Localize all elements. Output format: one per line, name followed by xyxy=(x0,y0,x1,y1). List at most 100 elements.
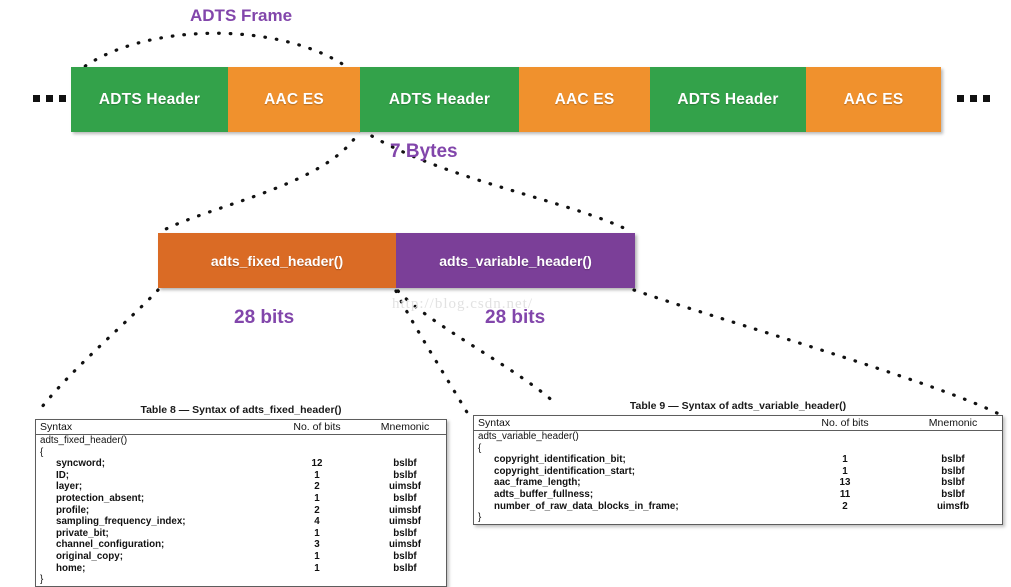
table-row: original_copy; 1 bslbf xyxy=(36,551,447,563)
adts-frame-label: ADTS Frame xyxy=(190,6,293,25)
table-8-header-row: Syntax No. of bits Mnemonic xyxy=(35,419,447,435)
cell-syntax: aac_frame_length; xyxy=(494,477,581,489)
cell-mnemonic: bslbf xyxy=(393,458,417,470)
cell-bits: 1 xyxy=(314,492,320,504)
connector-variable-to-table9-right xyxy=(632,288,1001,416)
cell-mnemonic: bslbf xyxy=(941,477,965,489)
cell-mnemonic: bslbf xyxy=(393,562,417,574)
table-9-adts-variable-header: Table 9 — Syntax of adts_variable_header… xyxy=(473,400,1003,525)
frame-segment-adts-header-2[interactable]: ADTS Header xyxy=(360,67,519,132)
cell-bits: 2 xyxy=(314,504,320,516)
cell-bits xyxy=(270,447,364,459)
cell-mnemonic xyxy=(364,435,447,447)
table-8-caption: Table 8 — Syntax of adts_fixed_header() xyxy=(140,404,342,416)
table-row: private_bit; 1 bslbf xyxy=(36,528,447,540)
adts-variable-header-box[interactable]: adts_variable_header() xyxy=(396,233,635,288)
cell-syntax: adts_variable_header() xyxy=(478,431,579,442)
cell-mnemonic: uimsbf xyxy=(388,504,422,516)
cell-mnemonic: bslbf xyxy=(393,492,417,504)
frame-segment-aac-es-1[interactable]: AAC ES xyxy=(228,67,360,132)
cell-mnemonic xyxy=(904,512,1003,524)
cell-bits: 4 xyxy=(314,516,320,528)
connector-header-left xyxy=(158,128,362,234)
frame-segment-adts-header-1[interactable]: ADTS Header xyxy=(71,67,228,132)
table-8-col-bits: No. of bits xyxy=(270,419,364,435)
cell-syntax: private_bit; xyxy=(56,527,109,539)
table-9-body: adts_variable_header() { copyright_ident… xyxy=(474,431,1003,525)
table-row: layer; 2 uimsbf xyxy=(36,481,447,493)
adts-frame-strip: ADTS Header AAC ES ADTS Header AAC ES AD… xyxy=(71,67,941,132)
table-row: syncword; 12 bslbf xyxy=(36,458,447,470)
table-8-col-mnemonic: Mnemonic xyxy=(364,419,447,435)
cell-bits: 11 xyxy=(839,488,851,500)
table-8-col-syntax: Syntax xyxy=(35,419,270,435)
cell-mnemonic xyxy=(364,447,447,459)
cell-syntax: syncword; xyxy=(56,458,105,470)
cell-mnemonic: bslbf xyxy=(941,488,965,500)
cell-mnemonic: bslbf xyxy=(393,527,417,539)
table-row: protection_absent; 1 bslbf xyxy=(36,493,447,505)
frame-segment-aac-es-3[interactable]: AAC ES xyxy=(806,67,941,132)
cell-bits: 1 xyxy=(314,527,320,539)
cell-bits xyxy=(786,512,904,524)
table-row: } xyxy=(474,512,1003,524)
cell-syntax: original_copy; xyxy=(56,550,123,562)
cell-mnemonic: bslbf xyxy=(393,469,417,481)
cell-mnemonic: uimsbf xyxy=(388,481,422,493)
adts-fixed-header-box[interactable]: adts_fixed_header() xyxy=(158,233,396,288)
cell-bits: 1 xyxy=(314,469,320,481)
cell-mnemonic: uimsbf xyxy=(388,516,422,528)
table-row: adts_variable_header() xyxy=(474,431,1003,443)
table-8-adts-fixed-header: Table 8 — Syntax of adts_fixed_header() … xyxy=(35,404,447,587)
table-row: number_of_raw_data_blocks_in_frame; 2 ui… xyxy=(474,501,1003,513)
adts-header-breakdown-strip: adts_fixed_header() adts_variable_header… xyxy=(158,233,635,288)
table-row: } xyxy=(36,574,447,586)
cell-syntax: adts_buffer_fullness; xyxy=(494,488,594,500)
table-9-col-bits: No. of bits xyxy=(786,415,904,431)
cell-mnemonic xyxy=(904,443,1003,455)
table-8-body: adts_fixed_header() { syncword; 12 bslbf… xyxy=(36,435,447,587)
cell-bits: 12 xyxy=(311,458,323,470)
cell-syntax: adts_fixed_header() xyxy=(40,435,128,446)
cell-syntax: } xyxy=(478,512,482,524)
cell-bits: 1 xyxy=(314,550,320,562)
table-row: ID; 1 bslbf xyxy=(36,470,447,482)
cell-mnemonic xyxy=(364,574,447,586)
cell-syntax: { xyxy=(478,442,482,454)
table-row: { xyxy=(36,447,447,459)
table-row: sampling_frequency_index; 4 uimsbf xyxy=(36,516,447,528)
table-9-col-syntax: Syntax xyxy=(473,415,786,431)
cell-bits: 2 xyxy=(842,500,848,512)
cell-syntax: home; xyxy=(56,562,86,574)
table-9-col-mnemonic: Mnemonic xyxy=(904,415,1003,431)
cell-syntax: } xyxy=(40,574,44,586)
table-row: adts_fixed_header() xyxy=(36,435,447,447)
cell-syntax: copyright_identification_start; xyxy=(494,465,635,477)
table-row: profile; 2 uimsbf xyxy=(36,505,447,517)
cell-syntax: channel_configuration; xyxy=(56,539,165,551)
table-row: copyright_identification_start; 1 bslbf xyxy=(474,466,1003,478)
cell-syntax: number_of_raw_data_blocks_in_frame; xyxy=(494,500,679,512)
cell-syntax: { xyxy=(40,446,44,458)
cell-mnemonic: uimsbf xyxy=(388,539,422,551)
table-9: Syntax No. of bits Mnemonic adts_variabl… xyxy=(473,415,1003,525)
connector-fixed-to-table8 xyxy=(36,288,160,414)
cell-mnemonic xyxy=(904,431,1003,443)
table-row: copyright_identification_bit; 1 bslbf xyxy=(474,454,1003,466)
table-8: Syntax No. of bits Mnemonic adts_fixed_h… xyxy=(35,419,447,587)
cell-syntax: protection_absent; xyxy=(56,492,145,504)
frame-segment-adts-header-3[interactable]: ADTS Header xyxy=(650,67,806,132)
seven-bytes-label: 7 Bytes xyxy=(390,141,458,162)
cell-mnemonic: bslbf xyxy=(941,454,965,466)
table-row: adts_buffer_fullness; 11 bslbf xyxy=(474,489,1003,501)
table-9-header-row: Syntax No. of bits Mnemonic xyxy=(473,415,1003,431)
cell-syntax: copyright_identification_bit; xyxy=(494,454,626,466)
cell-syntax: layer; xyxy=(56,481,83,493)
trailing-ellipsis xyxy=(957,95,990,102)
cell-bits: 2 xyxy=(314,481,320,493)
frame-segment-aac-es-2[interactable]: AAC ES xyxy=(519,67,650,132)
variable-header-bits-label: 28 bits xyxy=(485,307,546,328)
cell-syntax: ID; xyxy=(56,469,70,481)
cell-syntax: sampling_frequency_index; xyxy=(56,516,186,528)
